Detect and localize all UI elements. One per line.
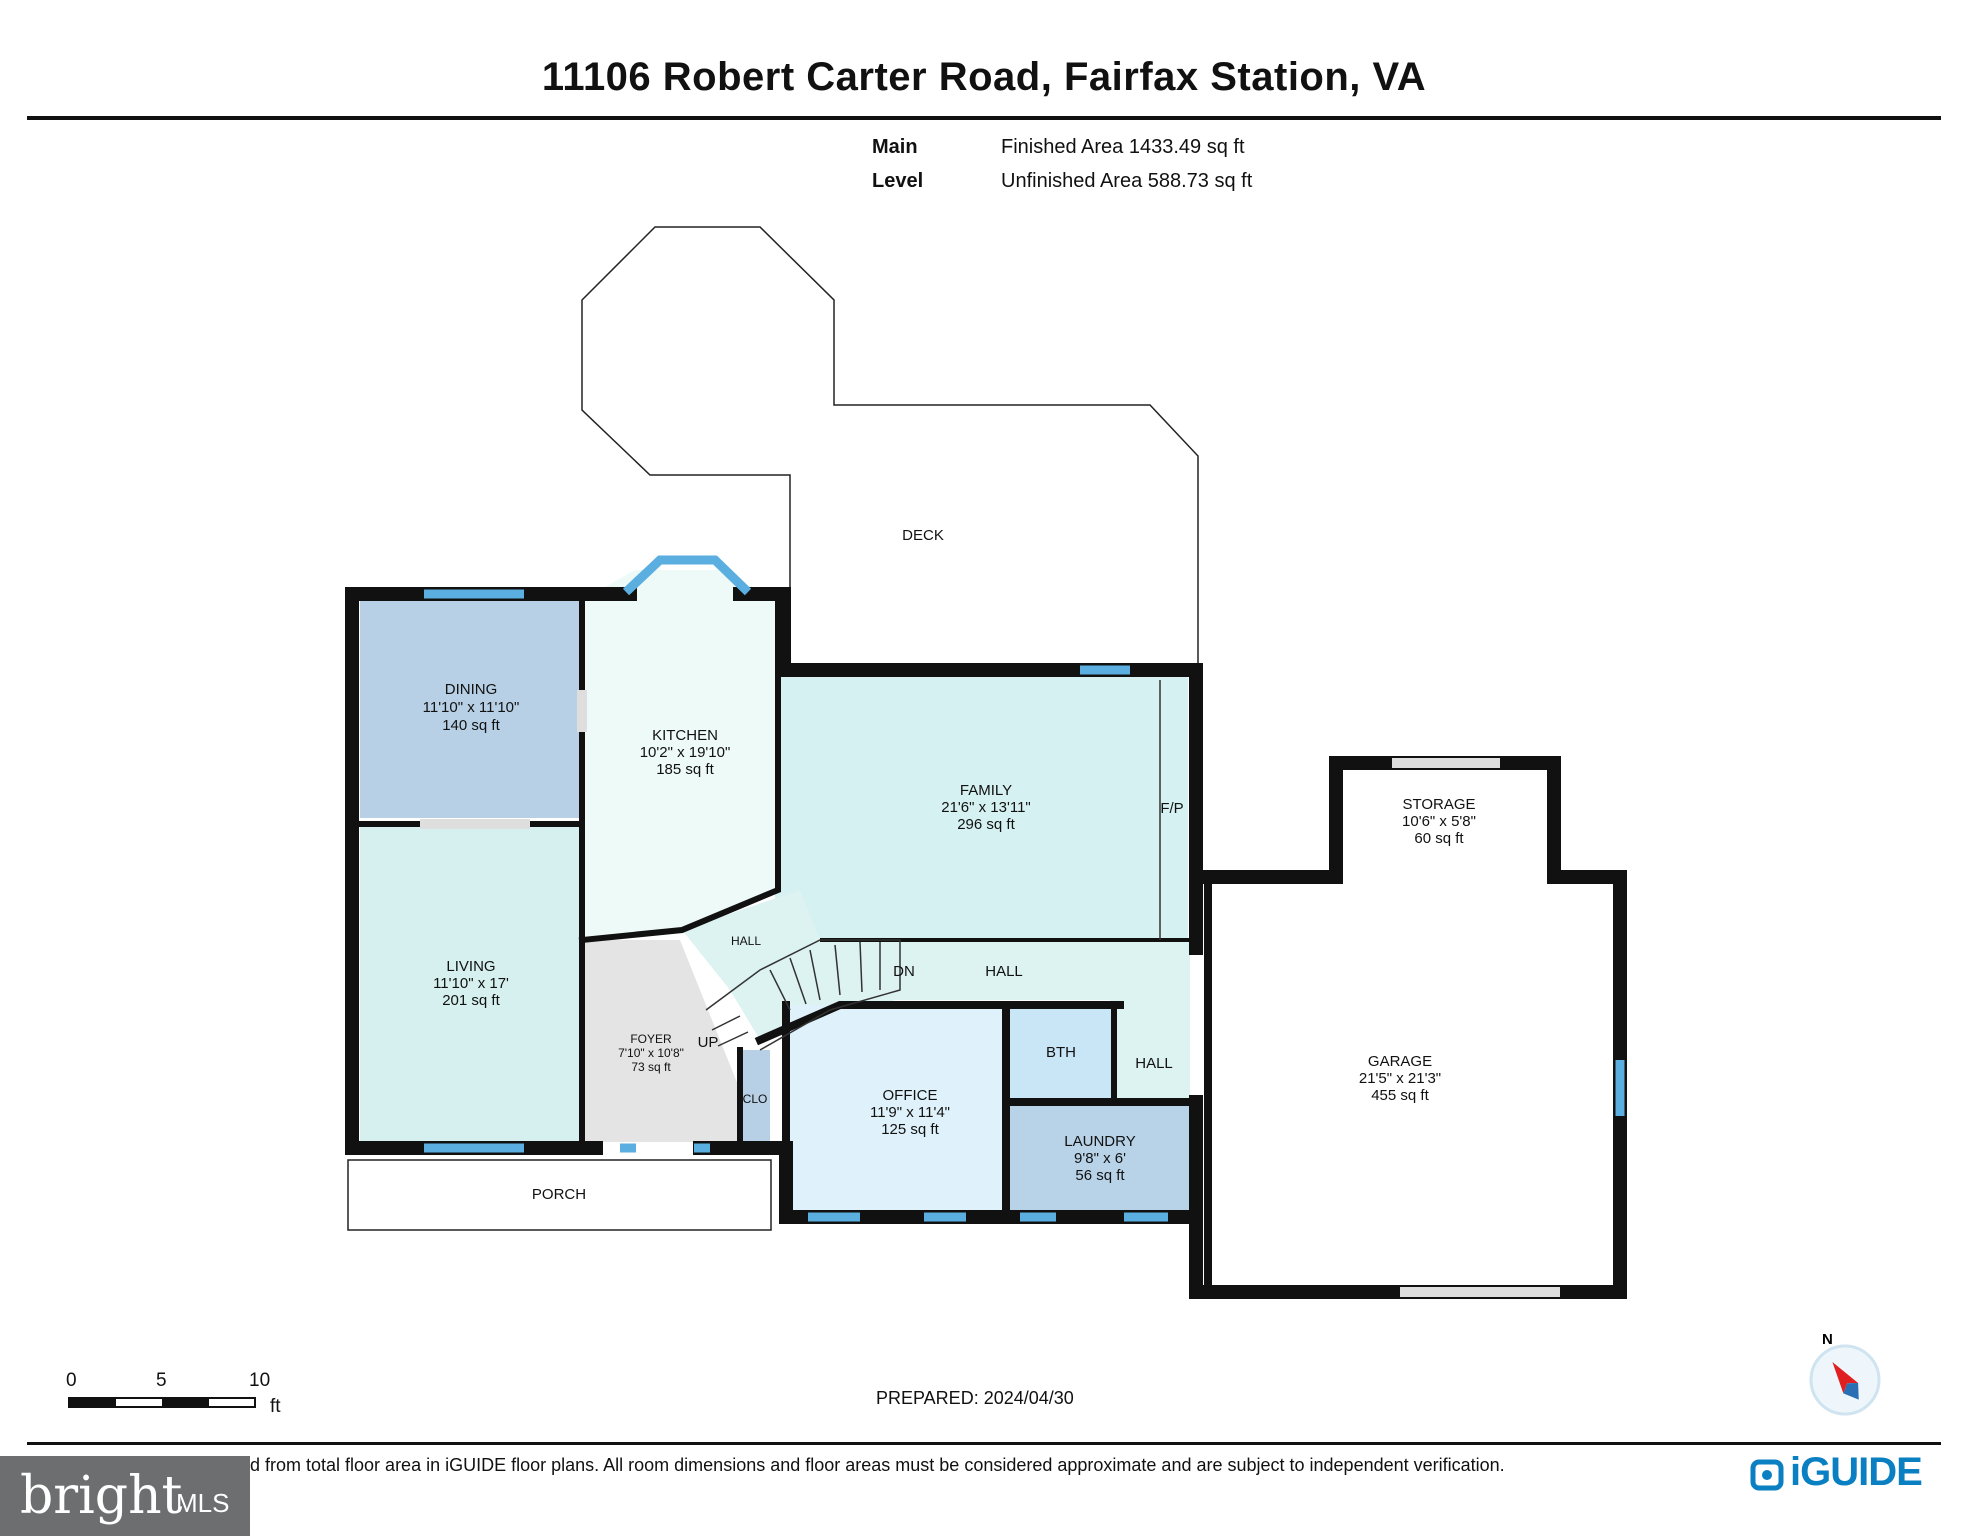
laundry-label: LAUNDRY xyxy=(1064,1133,1135,1150)
unfinished-area: Unfinished Area 588.73 sq ft xyxy=(1001,170,1253,192)
family-dims: 21'6" x 13'11" xyxy=(941,799,1031,816)
dining-fill xyxy=(360,600,582,818)
bright-mls-logo: bright MLS xyxy=(0,1456,250,1536)
office-area: 125 sq ft xyxy=(881,1121,939,1138)
garage-label: GARAGE xyxy=(1368,1053,1432,1070)
kitchen-area: 185 sq ft xyxy=(656,761,714,778)
storage-dims: 10'6" x 5'8" xyxy=(1402,813,1476,830)
iguide-wordmark: iGUIDE xyxy=(1790,1450,1923,1494)
mls-wordmark: MLS xyxy=(176,1488,230,1518)
scale-bar: 0 5 10 ft xyxy=(66,1370,306,1420)
storage-label: STORAGE xyxy=(1402,796,1475,813)
deck-label: DECK xyxy=(902,527,944,544)
laundry-fill xyxy=(1010,1102,1190,1211)
scale-graphic xyxy=(68,1397,256,1408)
windows xyxy=(424,555,1625,1222)
top-rule xyxy=(27,116,1941,120)
bath-label: BTH xyxy=(1046,1044,1076,1061)
iguide-logo: iGUIDE xyxy=(1750,1450,1923,1500)
hall-label-center: HALL xyxy=(985,963,1023,980)
hall-label-kitchen: HALL xyxy=(731,934,761,948)
office-label: OFFICE xyxy=(883,1087,938,1104)
foyer-dims: 7'10" x 10'8" xyxy=(618,1046,684,1060)
kitchen-label: KITCHEN xyxy=(652,727,718,744)
scale-tick-5: 5 xyxy=(156,1370,167,1391)
living-area: 201 sq ft xyxy=(442,992,500,1009)
deck-outline xyxy=(581,226,1199,671)
scale-tick-0: 0 xyxy=(66,1370,77,1391)
scale-unit: ft xyxy=(270,1396,281,1417)
bottom-rule xyxy=(27,1442,1941,1445)
bright-wordmark: bright xyxy=(20,1466,183,1526)
living-label: LIVING xyxy=(446,958,495,975)
kitchen-dims: 10'2" x 19'10" xyxy=(640,744,731,761)
porch-label: PORCH xyxy=(532,1186,586,1203)
dining-dims: 11'10" x 11'10" xyxy=(423,699,520,716)
stairs xyxy=(705,939,901,1051)
fireplace-label: F/P xyxy=(1160,800,1183,817)
bath-fill xyxy=(1010,1005,1112,1098)
door-openings xyxy=(420,690,1560,1297)
family-area: 296 sq ft xyxy=(957,816,1015,833)
living-dims: 11'10" x 17' xyxy=(433,975,509,992)
finished-area: Finished Area 1433.49 sq ft xyxy=(1001,136,1245,158)
storage-area: 60 sq ft xyxy=(1414,830,1464,847)
dining-label: DINING xyxy=(445,681,498,698)
family-fill xyxy=(775,677,1188,940)
closet-fill xyxy=(740,1050,770,1142)
office-dims: 11'9" x 11'4" xyxy=(870,1104,950,1121)
prepared-date: PREPARED: 2024/04/30 xyxy=(876,1388,1074,1408)
laundry-dims: 9'8" x 6' xyxy=(1074,1150,1126,1167)
stairs-down-label: DN xyxy=(893,963,915,980)
foyer-fill xyxy=(582,940,740,1142)
garage-area: 455 sq ft xyxy=(1371,1087,1429,1104)
hall-label-side: HALL xyxy=(1135,1055,1173,1072)
level-name: Main Level xyxy=(872,136,924,192)
garage-dims: 21'5" x 21'3" xyxy=(1359,1070,1441,1087)
kitchen-fill xyxy=(582,570,775,940)
plan-title: 11106 Robert Carter Road, Fairfax Statio… xyxy=(541,55,1427,99)
dining-area: 140 sq ft xyxy=(442,717,500,734)
stairs-up-label: UP xyxy=(698,1034,719,1051)
foyer-label: FOYER xyxy=(630,1032,672,1046)
iguide-icon xyxy=(1750,1459,1784,1491)
family-label: FAMILY xyxy=(960,782,1012,799)
foyer-area: 73 sq ft xyxy=(631,1060,671,1074)
floor-plan: DECK DINING 11'10" x 11'10" 140 sq ft KI… xyxy=(345,226,1627,1299)
porch-outline xyxy=(347,1159,772,1231)
compass-label: N xyxy=(1822,1331,1833,1348)
office-fill xyxy=(786,1005,1004,1211)
living-fill xyxy=(360,824,582,1142)
laundry-area: 56 sq ft xyxy=(1075,1167,1125,1184)
disclaimer-text: d from total floor area in iGUIDE floor … xyxy=(250,1455,1505,1475)
north-arrow-icon: N xyxy=(1800,1330,1890,1420)
hall-fill xyxy=(682,890,1190,1100)
scale-tick-10: 10 xyxy=(249,1370,271,1391)
closet-label: CLO xyxy=(743,1092,768,1106)
